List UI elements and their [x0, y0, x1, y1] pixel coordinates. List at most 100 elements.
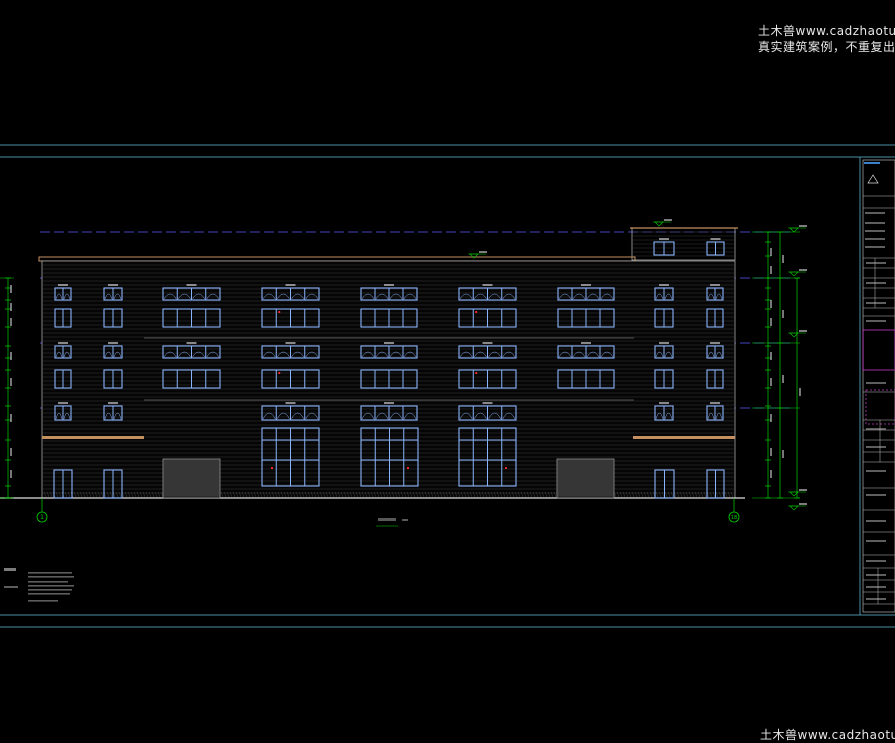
window-arch [558, 293, 572, 300]
watermark-top-line2: 真实建筑案例，不重复出 [758, 40, 895, 54]
window [706, 369, 724, 389]
foundation-hatch [322, 491, 326, 498]
dimension-value [782, 310, 784, 318]
foundation-hatch [430, 491, 434, 498]
foundation-hatch [109, 491, 113, 498]
entrance-door [53, 469, 73, 499]
foundation-hatch [634, 491, 638, 498]
foundation-hatch [340, 491, 344, 498]
foundation-hatch [379, 491, 383, 498]
foundation-hatch [499, 491, 503, 498]
window-arch [163, 293, 177, 300]
foundation-hatch [400, 491, 404, 498]
window [654, 308, 674, 328]
foundation-hatch [526, 491, 530, 498]
foundation-hatch [391, 491, 395, 498]
foundation-hatch [124, 491, 128, 498]
window [162, 287, 221, 301]
window-label [108, 284, 118, 286]
window [557, 287, 615, 301]
window [360, 345, 418, 359]
title-block-text [866, 598, 886, 600]
foundation-hatch [289, 491, 293, 498]
level-marker [788, 225, 807, 233]
foundation-hatch [100, 491, 104, 498]
window-arch [113, 412, 122, 420]
foundation-hatch [385, 491, 389, 498]
foundation-hatch [241, 491, 245, 498]
window-arch [277, 293, 290, 300]
foundation-hatch [91, 491, 95, 498]
dimension-value [770, 248, 772, 256]
foundation-hatch [127, 491, 131, 498]
foundation-hatch [514, 491, 518, 498]
window [654, 369, 674, 389]
title-block-text [866, 586, 886, 588]
title-block-text [866, 382, 886, 384]
title-block-frame [862, 159, 895, 613]
window [261, 287, 320, 301]
foundation-hatch [229, 491, 233, 498]
window [54, 405, 72, 421]
dimension-value [782, 255, 784, 263]
window-arch [707, 412, 715, 420]
title-block-text [866, 494, 886, 496]
window-arch [655, 293, 664, 300]
storefront-window [458, 427, 517, 487]
foundation-hatch [661, 491, 665, 498]
foundation-hatch [454, 491, 458, 498]
foundation-hatch [346, 491, 350, 498]
foundation-hatch [343, 491, 347, 498]
window [706, 241, 725, 256]
dimension-value [770, 352, 772, 360]
dimension-value [10, 470, 12, 478]
foundation-hatch [508, 491, 512, 498]
window-arch [277, 412, 290, 420]
foundation-hatch [541, 491, 545, 498]
window [261, 308, 320, 328]
foundation-hatch [67, 491, 71, 498]
window-label [186, 342, 197, 344]
foundation-hatch [376, 491, 380, 498]
window-label [108, 402, 118, 404]
foundation-hatch [487, 491, 491, 498]
window-arch [178, 293, 191, 300]
window-arch [206, 351, 220, 358]
window [557, 308, 615, 328]
window-arch [558, 351, 572, 358]
window [360, 308, 418, 328]
foundation-hatch [409, 491, 413, 498]
window-arch [572, 351, 586, 358]
foundation-hatch [439, 491, 443, 498]
foundation-hatch [442, 491, 446, 498]
foundation-hatch [529, 491, 533, 498]
window-arch [113, 293, 122, 300]
window-arch [664, 351, 673, 358]
window [103, 345, 123, 359]
foundation-hatch [466, 491, 470, 498]
title-block-text [866, 262, 886, 264]
dimension-value [770, 448, 772, 456]
window-arch [178, 351, 191, 358]
window [162, 308, 221, 328]
foundation-hatch [268, 491, 272, 498]
foundation-hatch [697, 491, 701, 498]
window-arch [586, 293, 600, 300]
foundation-hatch [670, 491, 674, 498]
window [458, 405, 517, 421]
window-arch [403, 351, 417, 358]
title-block-text [866, 520, 886, 522]
notes-subheading [4, 586, 18, 588]
title-block-text [865, 212, 885, 214]
foundation-hatch [703, 491, 707, 498]
window-arch [375, 351, 389, 358]
window [458, 287, 517, 301]
window-label [710, 342, 720, 344]
foundation-hatch [505, 491, 509, 498]
foundation-hatch [397, 491, 401, 498]
company-name-mark [864, 162, 880, 164]
dimension-value [770, 470, 772, 478]
foundation-hatch [382, 491, 386, 498]
window [653, 241, 675, 256]
